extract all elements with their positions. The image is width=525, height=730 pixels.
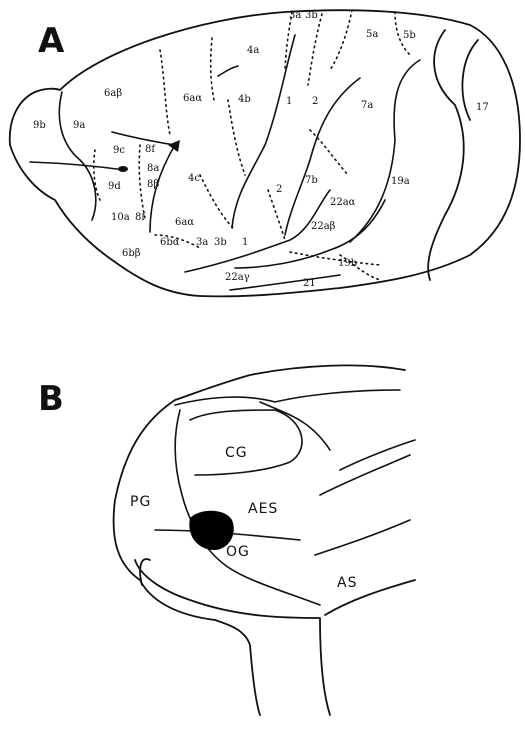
area-label: 17 (476, 102, 489, 113)
area-label: 3a (196, 237, 208, 248)
sulcus-label: AS (337, 575, 357, 591)
sulcus-label: OG (226, 544, 250, 560)
area-label: 6aα (183, 93, 202, 104)
sulcus-label: AES (248, 501, 278, 517)
panel-a-border-6a (160, 50, 170, 135)
area-label: 9c (113, 145, 125, 156)
panel-a-border-4a (211, 38, 214, 100)
panel-a-border-5a (330, 10, 352, 70)
panel-b-outline (114, 365, 405, 715)
area-label: 3b (305, 10, 318, 21)
area-label: 4c (188, 173, 200, 184)
panel-a-letter: A (38, 21, 65, 61)
area-label: 3b (214, 237, 227, 248)
area-label: 9a (73, 120, 85, 131)
panel-a-frontal-pole-line (59, 92, 95, 220)
area-label: 7b (305, 175, 318, 186)
panel-a-hemisphere-outline (10, 10, 520, 296)
panel-b-aes-sulcus (320, 455, 410, 495)
area-label: 8f (145, 144, 156, 155)
sulcus-label: PG (130, 494, 151, 510)
panel-b-sulcus-labels: CG PG AES OG AS (130, 445, 357, 591)
panel-b-superior-sulcus (175, 390, 400, 405)
panel-b-cg-sulcus (190, 410, 302, 475)
area-label: 6bα (160, 237, 180, 248)
panel-a-central-sulcus (232, 35, 295, 228)
area-label: 3a (289, 10, 301, 21)
sulcus-label: CG (225, 445, 248, 461)
panel-a-lunate-sulcus (350, 60, 420, 242)
area-label: 2 (312, 96, 318, 107)
area-label: 6aα (175, 217, 194, 228)
area-label: 8f (135, 212, 146, 223)
area-label: 19a (391, 176, 410, 187)
panel-b-letter: B (38, 379, 64, 419)
panel-b-as-sulcus (315, 520, 410, 555)
area-label: 9b (33, 120, 46, 131)
panel-a-border-4b (228, 100, 245, 175)
area-label: 5b (403, 30, 416, 41)
area-label: 1 (286, 96, 292, 107)
panel-a-border-8 (139, 145, 145, 218)
area-label: 8a (147, 163, 159, 174)
area-label: 9d (108, 181, 121, 192)
panel-a-occipital-boundary (428, 30, 464, 280)
area-label: 21 (303, 278, 316, 289)
area-label: 1 (242, 237, 248, 248)
panel-a-sylvian-fissure (185, 190, 330, 272)
area-label: 8β (147, 179, 159, 190)
panel-b-superior-branch (260, 402, 330, 450)
panel-a-border-7 (310, 130, 348, 175)
area-label: 10a (111, 212, 130, 223)
panel-a-border-7b (268, 190, 285, 240)
panel-a-arcuate-spur (168, 140, 180, 152)
area-label: 4a (247, 45, 259, 56)
panel-a-superior-temporal-sulcus (235, 200, 385, 268)
area-label: 22aα (330, 197, 356, 208)
panel-b-brain (114, 365, 415, 715)
panel-a-brain (10, 10, 520, 296)
area-label: 7a (361, 100, 373, 111)
panel-a-precentral-dimple (218, 66, 238, 76)
panel-a-principal-sulcus-end (118, 166, 128, 172)
panel-a-border-3b (308, 14, 322, 85)
area-label: 6aβ (104, 88, 122, 99)
area-label: 4b (238, 94, 251, 105)
area-label: 6bβ (122, 248, 141, 259)
panel-a-border-4c (200, 175, 235, 230)
area-label: 5a (366, 29, 378, 40)
area-label: 22aβ (311, 221, 336, 232)
area-label: 19b (338, 258, 357, 269)
panel-a-area-labels: 3a 3b 5a 5b 4a 6aβ 6aα 4b 1 2 7a 17 9b 9… (33, 10, 489, 289)
panel-a-principal-sulcus (30, 162, 125, 170)
panel-b-temporal-outline (135, 560, 330, 715)
area-label: 22aγ (225, 272, 250, 283)
panel-a-intraparietal-sulcus (285, 78, 360, 235)
panel-b-aes-branch (340, 440, 415, 470)
area-label: 2 (276, 184, 282, 195)
